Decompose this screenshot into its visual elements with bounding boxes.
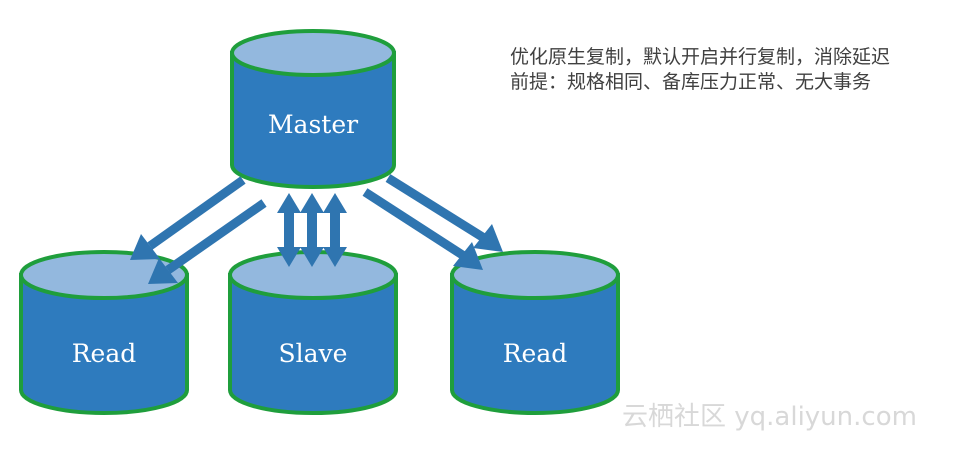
arrow-left-1	[130, 176, 246, 260]
arrow-right-1	[385, 174, 503, 252]
note-line-1: 优化原生复制，默认开启并行复制，消除延迟	[510, 46, 891, 68]
arrows-master-to-read-left	[130, 176, 267, 284]
read-left-label: Read	[72, 339, 137, 368]
note-line-2: 前提：规格相同、备库压力正常、无大事务	[510, 71, 872, 93]
arrow-left-2	[148, 199, 267, 284]
master-db: Master	[230, 29, 396, 189]
slave-db-body	[228, 273, 398, 415]
master-db-top	[230, 29, 396, 77]
read-right-label: Read	[503, 339, 568, 368]
watermark: 云栖社区 yq.aliyun.com	[622, 402, 917, 432]
arrow-right-2	[362, 188, 483, 270]
slave-db: Slave	[228, 250, 398, 415]
arrow-bidirectional-3	[323, 193, 347, 267]
master-label: Master	[268, 110, 358, 139]
read-left-db: Read	[19, 250, 189, 415]
arrow-bidirectional-1	[277, 193, 301, 267]
description-note: 优化原生复制，默认开启并行复制，消除延迟 前提：规格相同、备库压力正常、无大事务	[510, 45, 940, 95]
arrow-bidirectional-2	[300, 193, 324, 267]
read-right-db: Read	[450, 250, 620, 415]
read-left-db-top	[19, 250, 189, 300]
arrows-master-to-read-right	[362, 174, 503, 270]
read-right-db-top	[450, 250, 620, 300]
master-db-body	[230, 51, 396, 189]
read-left-db-body	[19, 273, 189, 415]
arrows-master-slave	[277, 193, 347, 267]
read-right-db-body	[450, 273, 620, 415]
slave-label: Slave	[279, 339, 348, 368]
